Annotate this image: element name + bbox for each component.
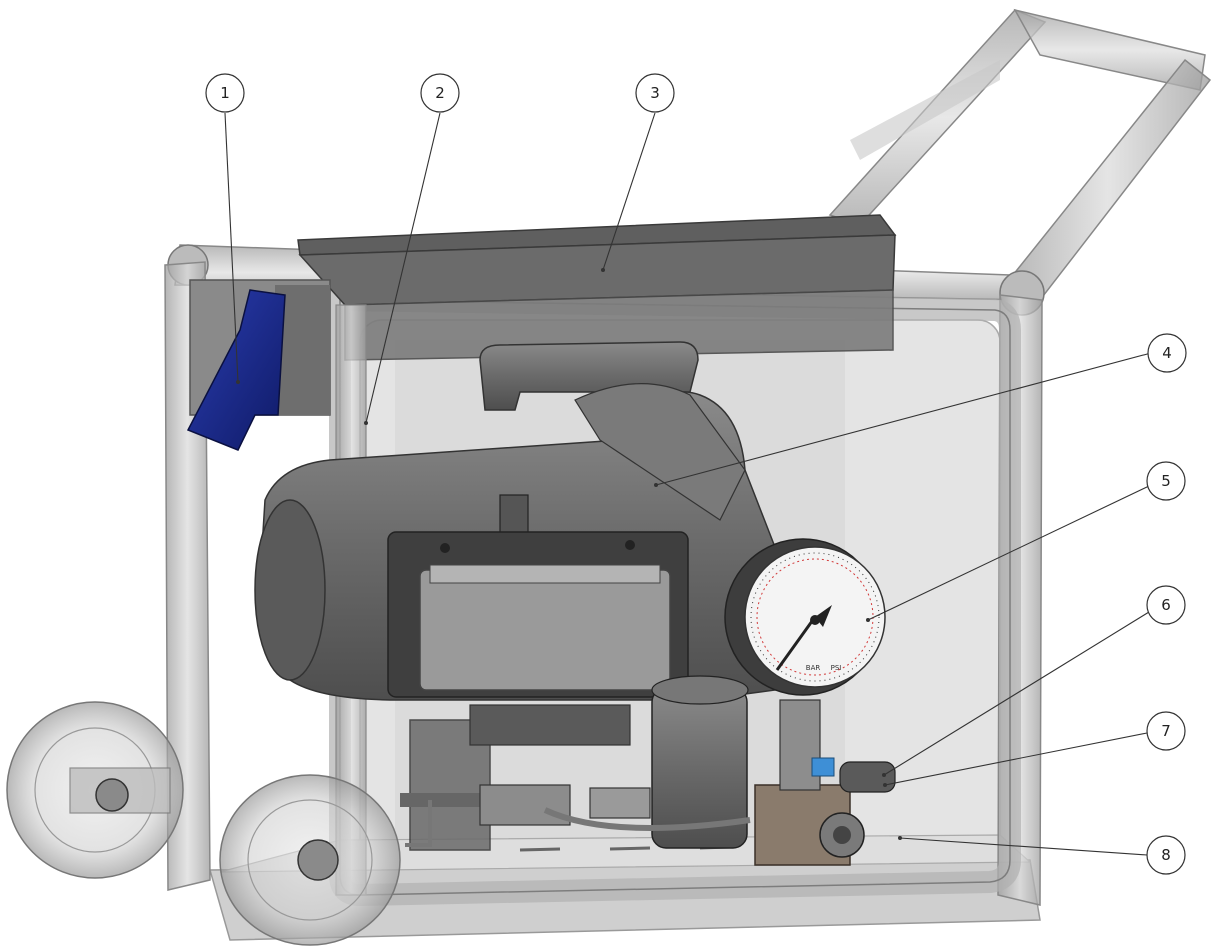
callout-6-label: 6 (1161, 596, 1171, 614)
callout-7-label: 7 (1161, 722, 1171, 740)
motor-bracket (409, 704, 631, 851)
valve-block (754, 699, 896, 866)
top-cover (297, 214, 897, 361)
leader-lines (224, 112, 1152, 856)
pressure-gauge: BAR PSI (724, 538, 886, 696)
front-wheel (219, 774, 401, 946)
callout-1-label: 1 (220, 84, 230, 102)
callout-3: 3 (635, 73, 675, 113)
callout-2-label: 2 (435, 84, 445, 102)
callout-3-label: 3 (650, 84, 660, 102)
push-handle (828, 8, 1212, 301)
callout-5: 5 (1146, 461, 1186, 501)
callout-7: 7 (1146, 711, 1186, 751)
callout-8: 8 (1146, 835, 1186, 875)
rear-wheel (6, 701, 184, 879)
callout-4: 4 (1147, 333, 1187, 373)
hydraulic-piping (400, 784, 751, 847)
terminal-box (387, 531, 689, 698)
callout-4-label: 4 (1162, 344, 1172, 362)
gauge-unit-bar: BAR (806, 664, 821, 672)
oil-filter (651, 675, 749, 849)
callout-8-label: 8 (1161, 846, 1171, 864)
callout-2: 2 (420, 73, 460, 113)
callout-6: 6 (1146, 585, 1186, 625)
callout-1: 1 (205, 73, 245, 113)
callout-5-label: 5 (1161, 472, 1171, 490)
gauge-unit-psi: PSI (831, 664, 842, 672)
main-switch-lever (186, 289, 286, 451)
